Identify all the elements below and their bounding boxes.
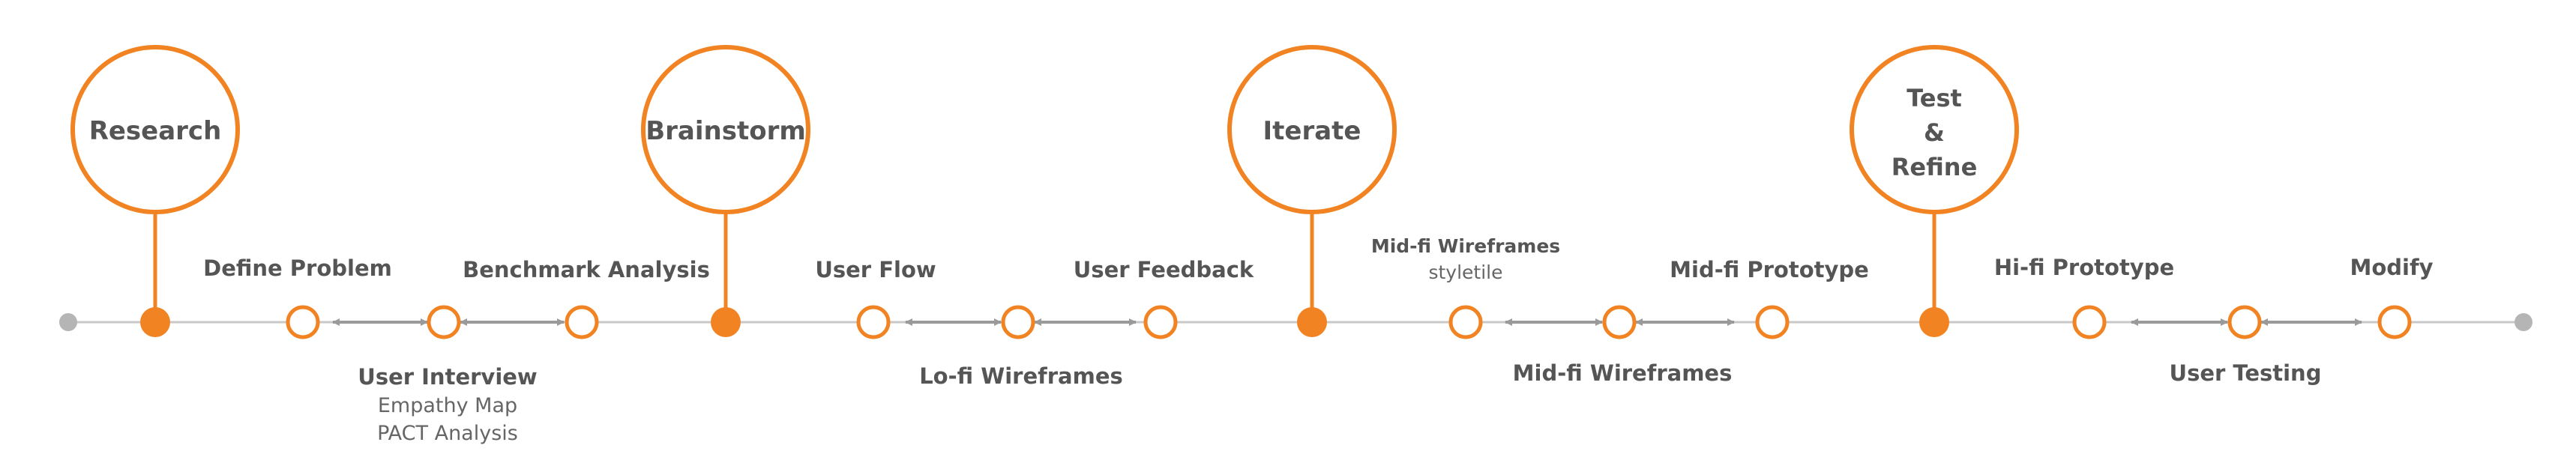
phase-test-refine: Test & Refine [1850,45,2019,337]
phase-label-line-refine: Refine [1892,153,1978,181]
phase-dot [711,307,741,337]
step-node-user-flow [856,305,891,339]
step-node-hifi-prototype [2072,305,2107,339]
label-empathy-map: Empathy Map [378,394,517,417]
label-user-flow: User Flow [815,257,936,282]
step-node-define-problem [286,305,320,339]
phase-research: Research [70,45,240,337]
timeline-start-dot [59,313,77,331]
label-user-interview: User Interview [358,364,537,390]
label-user-feedback: User Feedback [1074,257,1254,282]
phase-label: Research [89,116,222,146]
label-modify: Modify [2350,255,2433,280]
phase-circle [641,45,810,214]
phase-label: Iterate [1263,116,1361,146]
step-node-lofi-wireframes [1001,305,1035,339]
step-node-user-testing [2227,305,2262,339]
phase-brainstorm: Brainstorm [641,45,810,337]
label-benchmark-analysis: Benchmark Analysis [463,257,710,282]
step-node-user-feedback [1143,305,1178,339]
phase-circle [1850,45,2019,214]
phase-label-line-test: Test [1907,84,1962,112]
step-node-modify [2377,305,2412,339]
step-node-user-interview [427,305,461,339]
phase-dot [1297,307,1327,337]
timeline-end-dot [2515,313,2533,331]
step-node-midfi-wireframes-top [1448,305,1483,339]
phase-dot [1919,307,1949,337]
phase-dot [140,307,170,337]
label-hifi-prototype: Hi-fi Prototype [1994,255,2174,280]
label-midfi-wireframes: Mid-fi Wireframes [1513,360,1733,386]
label-define-problem: Define Problem [203,255,392,281]
label-styletile: styletile [1428,261,1502,283]
phase-circle [1227,45,1397,214]
step-node-midfi-wireframes [1602,305,1637,339]
label-midfi-wireframes-top: Mid-fi Wireframes [1371,235,1560,257]
label-lofi-wireframes: Lo-fi Wireframes [919,363,1123,389]
phase-circle [70,45,240,214]
phase-iterate: Iterate [1227,45,1397,337]
step-node-midfi-prototype [1755,305,1790,339]
label-pact-analysis: PACT Analysis [377,422,518,445]
label-midfi-prototype: Mid-fi Prototype [1670,257,1869,282]
step-node-benchmark-analysis [565,305,599,339]
phase-label: Brainstorm [645,116,806,146]
label-user-testing: User Testing [2170,360,2322,386]
phase-label-line-ampersand: & [1924,118,1945,147]
